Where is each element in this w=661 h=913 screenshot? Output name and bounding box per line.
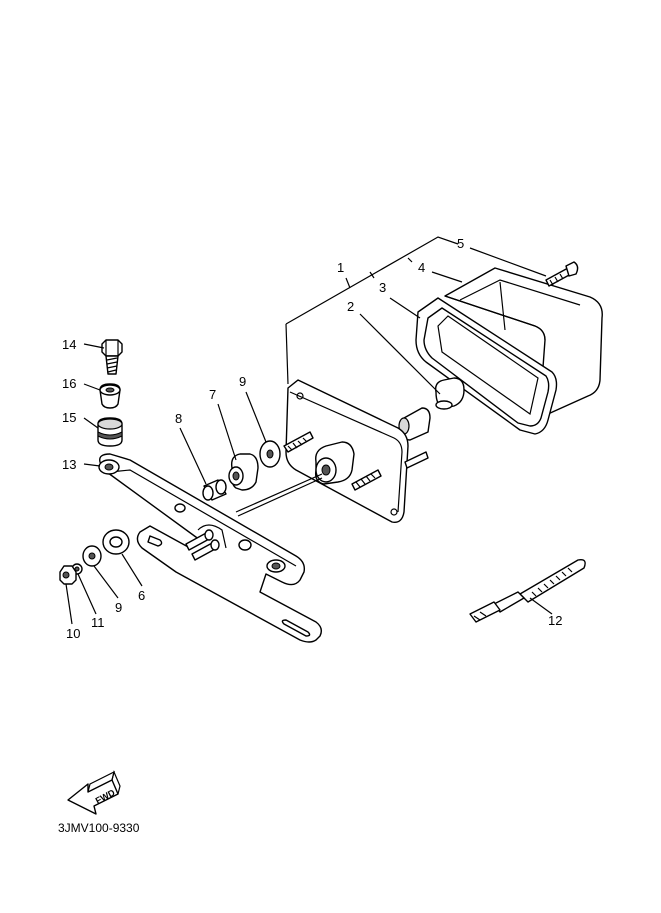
damper-15 — [97, 417, 123, 447]
callout-9-lower: 9 — [115, 600, 122, 615]
callout-5: 5 — [457, 236, 464, 251]
gasket — [415, 297, 558, 435]
screw-5 — [545, 261, 579, 287]
callout-13: 13 — [62, 457, 76, 472]
fwd-arrow-icon: FWD — [67, 770, 121, 815]
diagram-code: 3JMV100-9330 — [58, 821, 140, 835]
leader-lines — [65, 236, 553, 625]
grommet-7 — [228, 453, 259, 491]
callout-10: 10 — [66, 626, 80, 641]
callout-16: 16 — [62, 376, 76, 391]
callout-12: 12 — [548, 613, 562, 628]
wire — [235, 473, 323, 513]
wire-edge — [237, 477, 323, 517]
callout-15: 15 — [62, 410, 76, 425]
callout-14: 14 — [62, 337, 76, 352]
washer-9-upper — [259, 440, 281, 468]
washer-9-lower — [82, 545, 102, 567]
bulb — [434, 377, 465, 410]
callout-3: 3 — [379, 280, 386, 295]
callout-7: 7 — [209, 387, 216, 402]
bolt-14 — [101, 339, 123, 375]
lamp-base-plate — [283, 379, 429, 523]
nut-10 — [59, 565, 77, 585]
cable-tie-12 — [469, 558, 586, 623]
collar-16 — [99, 383, 121, 409]
callout-6: 6 — [138, 588, 145, 603]
washer-6 — [102, 529, 130, 555]
collar-8 — [202, 479, 227, 501]
callouts: 1 2 3 4 5 6 7 8 9 9 10 11 12 13 14 15 16 — [62, 236, 562, 641]
bracket-studs — [185, 529, 220, 561]
callout-1: 1 — [337, 260, 344, 275]
lens-housing — [444, 267, 603, 416]
callout-4: 4 — [418, 260, 425, 275]
callout-9-upper: 9 — [239, 374, 246, 389]
washer-13 — [98, 459, 120, 475]
callout-11: 11 — [91, 615, 105, 630]
callout-2: 2 — [347, 299, 354, 314]
callout-8: 8 — [175, 411, 182, 426]
